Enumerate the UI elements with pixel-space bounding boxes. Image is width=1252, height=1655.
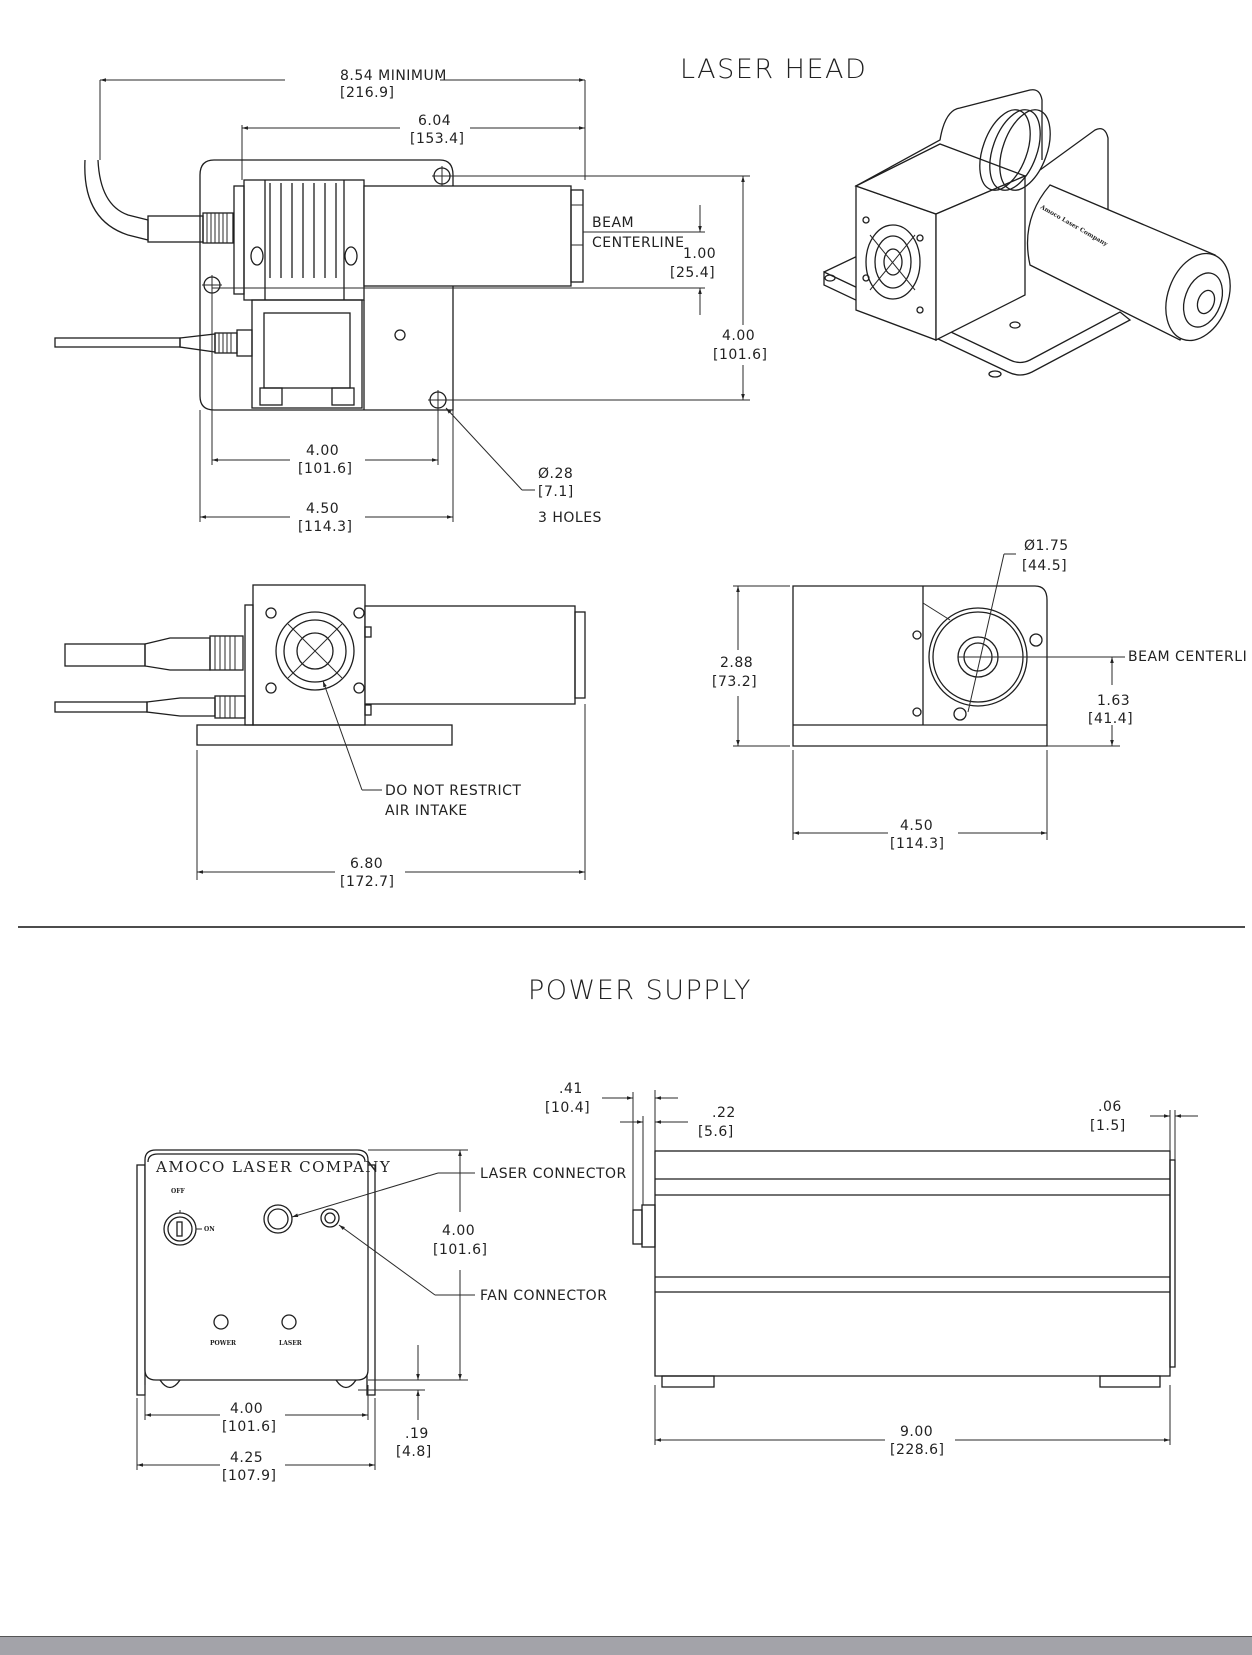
dim-ps-length-metric: [228.6] [890, 1442, 945, 1458]
dim-beam-offset: 1.00 [683, 246, 716, 262]
dim-connector-depth: .41 [559, 1081, 583, 1097]
dim-foot-height: .19 [405, 1426, 429, 1442]
dim-hole-spacing-metric: [101.6] [298, 461, 353, 477]
end-view-beam-label: BEAM CENTERLI [1128, 649, 1247, 665]
dim-beam-height: 1.63 [1097, 693, 1130, 709]
laser-head-side-view: DO NOT RESTRICT AIR INTAKE 6.80 [172.7] [54, 584, 586, 890]
beam-label-1: BEAM [592, 215, 634, 231]
dim-tube-diameter: Ø1.75 [1024, 538, 1069, 554]
beam-label-2: CENTERLINE [592, 235, 684, 251]
dim-beam-offset-metric: [25.4] [670, 265, 715, 281]
dim-tube-diameter-metric: [44.5] [1022, 558, 1067, 574]
switch-off-label: OFF [171, 1188, 185, 1195]
scanner-edge-bar [0, 1636, 1252, 1655]
dim-depth-metric: [101.6] [713, 347, 768, 363]
dim-end-width: 4.50 [900, 818, 933, 834]
dim-depth: 4.00 [722, 328, 755, 344]
dim-end-width-metric: [114.3] [890, 836, 945, 852]
dim-overall-length: 8.54 MINIMUM [340, 68, 447, 84]
dim-body-length: 6.04 [418, 113, 451, 129]
dim-base-width: 4.50 [306, 501, 339, 517]
power-led [213, 1314, 229, 1330]
power-supply-front-view: AMOCO LASER COMPANY OFF ON POWER LASER L… [136, 1149, 627, 1484]
dim-end-height: 2.88 [720, 655, 753, 671]
dim-overall-length-metric: [216.9] [340, 85, 395, 101]
laser-head-top-view: 8.54 MINIMUM [216.9] 6.04 [153.4] [54, 68, 768, 535]
fan-connector[interactable] [320, 1208, 340, 1228]
dim-body-length-metric: [153.4] [410, 131, 465, 147]
power-supply-side-view: .41 [10.4] .22 [5.6] .06 [1.5] 9.00 [228… [545, 1081, 1198, 1458]
heatsink-fins [269, 183, 337, 278]
laser-head-end-view: Ø1.75 [44.5] BEAM CENTERLI 1.63 [41.4] 2… [712, 538, 1247, 852]
dim-side-length: 6.80 [350, 856, 383, 872]
laser-connector[interactable] [263, 1204, 293, 1234]
dim-end-height-metric: [73.2] [712, 674, 757, 690]
air-intake-note-1: DO NOT RESTRICT [385, 783, 521, 799]
dim-ps-length: 9.00 [900, 1424, 933, 1440]
dim-beam-height-metric: [41.4] [1088, 711, 1133, 727]
dim-panel-offset: .22 [712, 1105, 736, 1121]
air-intake-note-2: AIR INTAKE [385, 803, 468, 819]
laser-led [281, 1314, 297, 1330]
laser-head-isometric-view: Amoco Laser Company [823, 89, 1231, 378]
laser-head-title: LASER HEAD [680, 54, 867, 85]
dim-connector-depth-metric: [10.4] [545, 1100, 590, 1116]
dim-ps-height-metric: [101.6] [433, 1242, 488, 1258]
fan-connector-label: FAN CONNECTOR [480, 1288, 607, 1304]
dim-ps-inner-width: 4.00 [230, 1401, 263, 1417]
knurl-1 [206, 213, 228, 243]
dim-foot-height-metric: [4.8] [396, 1444, 432, 1460]
front-panel-brand: AMOCO LASER COMPANY [155, 1158, 391, 1176]
dim-side-length-metric: [172.7] [340, 874, 395, 890]
dim-ps-height: 4.00 [442, 1223, 475, 1239]
dim-panel-offset-metric: [5.6] [698, 1124, 734, 1140]
power-led-label: POWER [210, 1340, 237, 1347]
laser-connector-label: LASER CONNECTOR [480, 1166, 627, 1182]
power-supply-title: POWER SUPPLY [528, 975, 752, 1006]
dim-rear-lip-metric: [1.5] [1090, 1118, 1126, 1134]
dim-ps-outer-width: 4.25 [230, 1450, 263, 1466]
dim-rear-lip: .06 [1098, 1099, 1122, 1115]
dim-hole-spacing: 4.00 [306, 443, 339, 459]
switch-on-label: ON [204, 1226, 215, 1233]
dim-base-width-metric: [114.3] [298, 519, 353, 535]
dim-hole-diameter-metric: [7.1] [538, 484, 574, 500]
hole-count-note: 3 HOLES [538, 510, 602, 526]
dim-hole-diameter: Ø.28 [538, 466, 573, 482]
dim-ps-outer-width-metric: [107.9] [222, 1468, 277, 1484]
laser-led-label: LASER [279, 1340, 303, 1347]
dim-ps-inner-width-metric: [101.6] [222, 1419, 277, 1435]
